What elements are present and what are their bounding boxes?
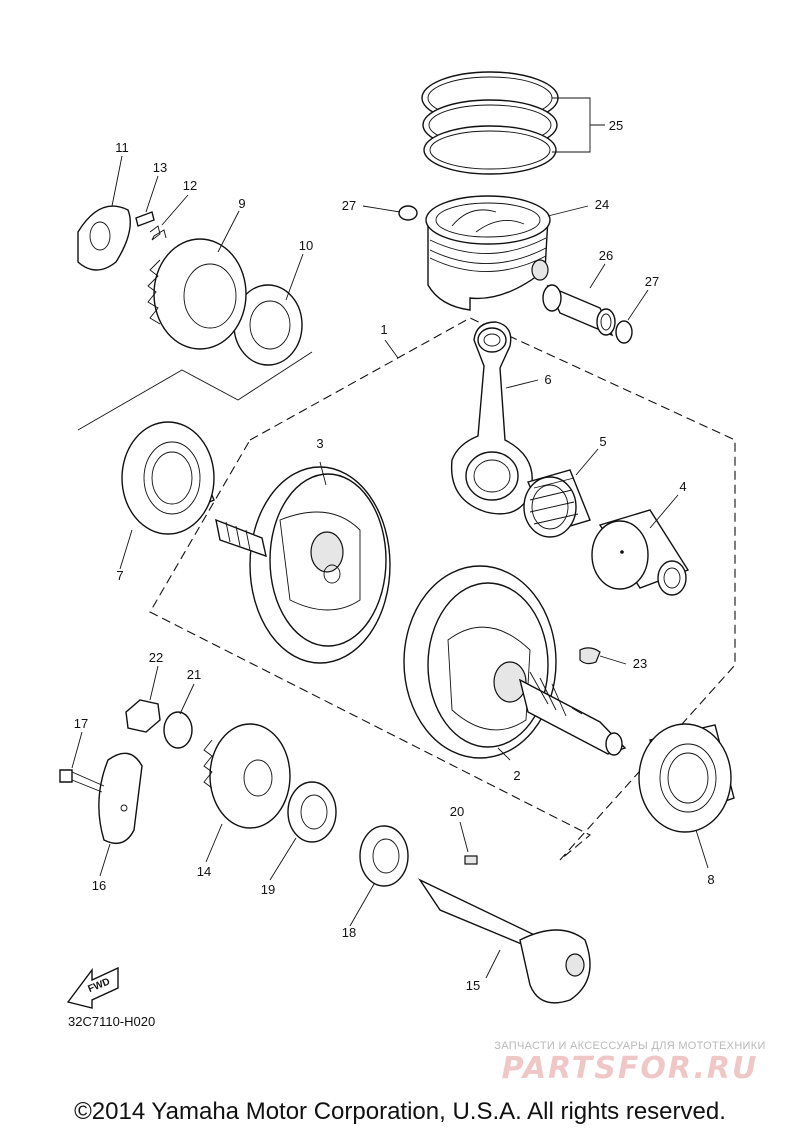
watermark-tagline: ЗАПЧАСТИ И АКСЕССУАРЫ ДЛЯ МОТОТЕХНИКИ <box>494 1040 766 1052</box>
callout-25: 25 <box>609 118 623 133</box>
watermark-logo: PARTSFOR.RU <box>501 1051 759 1086</box>
circlip-right <box>615 320 633 344</box>
callout-13: 13 <box>153 160 167 175</box>
primary-drive-gear <box>147 238 247 350</box>
callout-23: 23 <box>633 656 647 671</box>
callout-10: 10 <box>299 238 313 253</box>
callout-9: 9 <box>238 196 245 211</box>
callout-27-right: 27 <box>645 274 659 289</box>
forward-arrow: FWD <box>66 966 119 1009</box>
callout-1: 1 <box>380 322 387 337</box>
balancer-drive-gear <box>203 723 291 829</box>
balancer-weight <box>98 752 143 844</box>
diagram-code: 32C7110-H020 <box>68 1014 156 1029</box>
piston-rings <box>421 71 559 175</box>
main-bearing-right <box>638 723 735 833</box>
circlip-left <box>398 205 418 221</box>
callout-21: 21 <box>187 667 201 682</box>
connecting-rod <box>450 321 533 515</box>
callout-3: 3 <box>316 436 323 451</box>
callout-2: 2 <box>513 768 520 783</box>
callout-4: 4 <box>679 479 686 494</box>
copyright-notice: ©2014 Yamaha Motor Corporation, U.S.A. A… <box>74 1098 726 1125</box>
pin <box>135 211 155 227</box>
balancer-shaft <box>418 878 591 1004</box>
balancer-bearing-right <box>359 825 409 887</box>
callout-8: 8 <box>707 872 714 887</box>
callout-numbers: 1 2 3 4 5 6 7 8 9 10 11 12 13 14 15 16 1… <box>74 118 715 993</box>
piston-pin <box>542 284 616 337</box>
needle-bearing <box>523 469 591 538</box>
callout-27-left: 27 <box>342 198 356 213</box>
callout-6: 6 <box>544 372 551 387</box>
piston <box>425 195 551 311</box>
callout-15: 15 <box>466 978 480 993</box>
callout-22: 22 <box>149 650 163 665</box>
callout-18: 18 <box>342 925 356 940</box>
balancer-bearing-left <box>287 781 337 843</box>
callout-26: 26 <box>599 248 613 263</box>
spring <box>149 225 167 241</box>
left-crankshaft-half <box>215 466 391 664</box>
callout-11: 11 <box>115 140 129 155</box>
lock-washer <box>163 711 193 749</box>
key <box>464 855 478 865</box>
bolt <box>59 769 105 793</box>
callout-12: 12 <box>183 178 197 193</box>
leader-lines <box>71 155 709 979</box>
right-crankshaft-half <box>403 565 627 759</box>
callout-24: 24 <box>595 197 609 212</box>
crank-pin <box>591 509 690 596</box>
plate <box>77 205 131 271</box>
callout-7: 7 <box>116 568 123 583</box>
callout-16: 16 <box>92 878 106 893</box>
callout-5: 5 <box>599 434 606 449</box>
callout-19: 19 <box>261 882 275 897</box>
callout-20: 20 <box>450 804 464 819</box>
callout-14: 14 <box>197 864 211 879</box>
main-bearing-left <box>121 421 215 535</box>
woodruff-key <box>579 647 601 665</box>
nut <box>125 699 161 733</box>
callout-17: 17 <box>74 716 88 731</box>
watermark: ЗАПЧАСТИ И АКСЕССУАРЫ ДЛЯ МОТОТЕХНИКИ PA… <box>470 1040 790 1086</box>
